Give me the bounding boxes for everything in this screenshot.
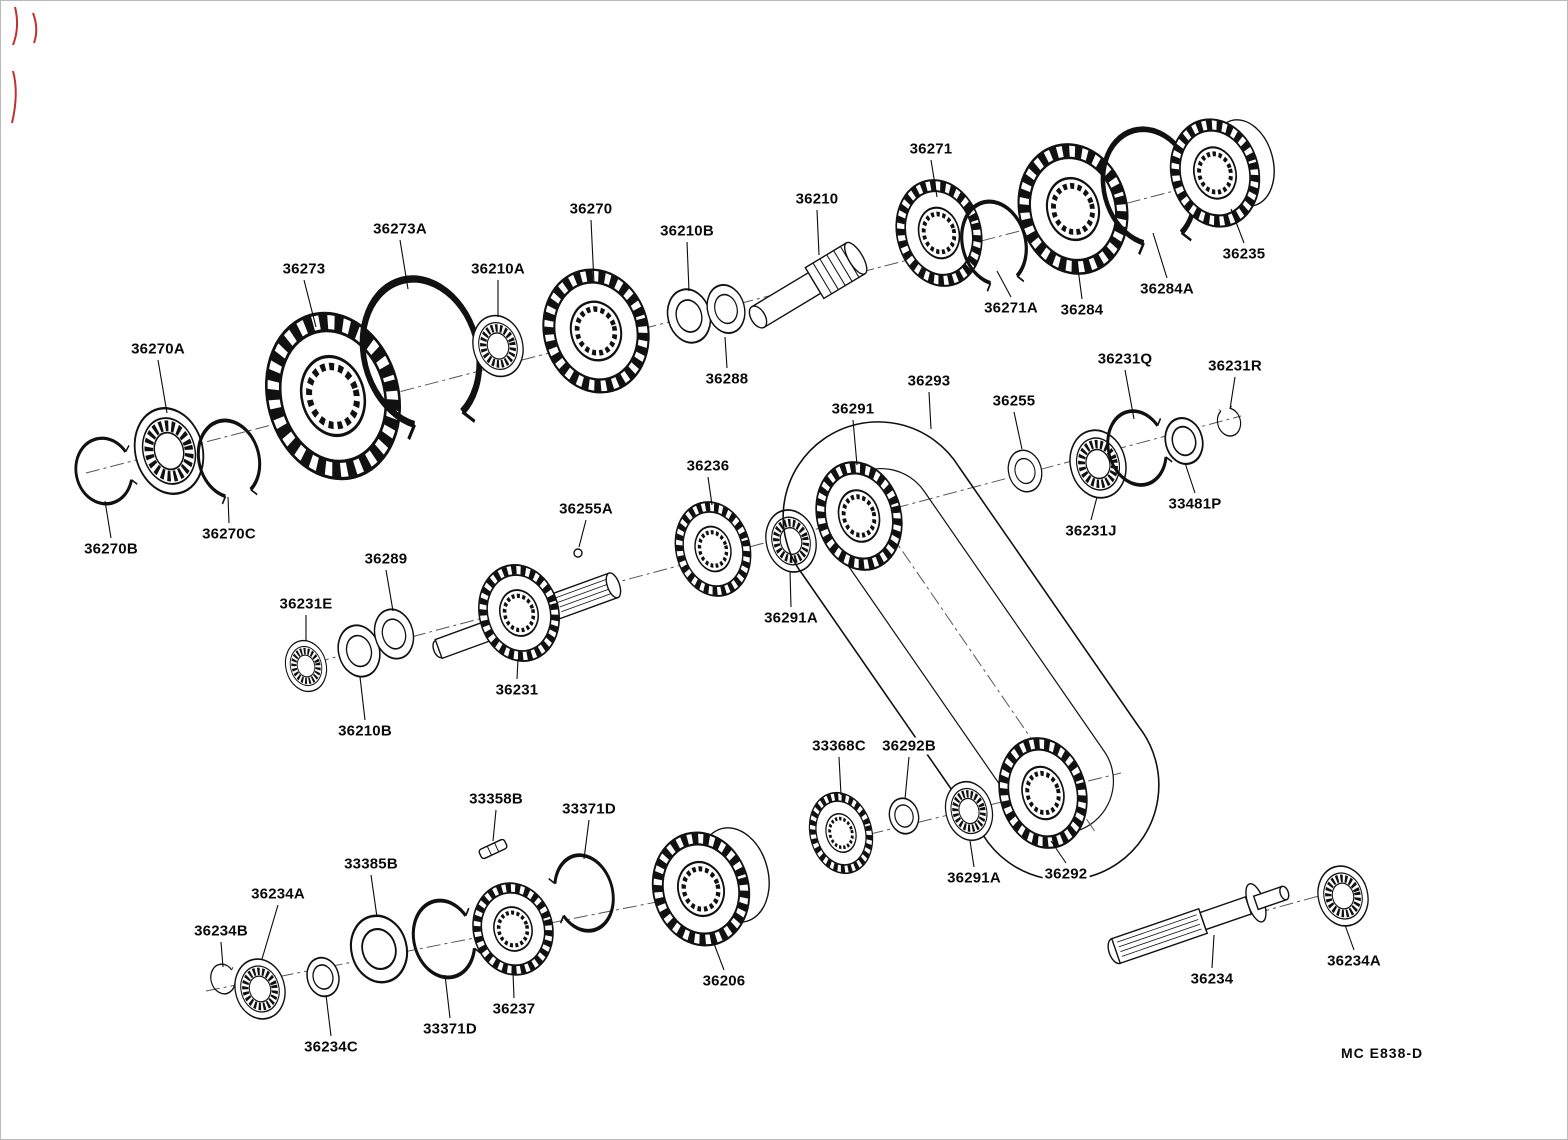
leader-line: [928, 391, 932, 430]
leader-lines: [104, 159, 1355, 1037]
leader-line: [852, 419, 858, 466]
leader-line: [789, 570, 792, 608]
leader-line: [1050, 840, 1067, 864]
leader-line: [157, 359, 168, 414]
part-36291A-bearing-2: [939, 776, 999, 845]
part-36292B-spacer: [884, 794, 924, 838]
leader-line: [724, 336, 728, 369]
part-36273-ring-gear: [248, 298, 418, 494]
part-36237-hub: [463, 874, 563, 984]
leader-line: [1184, 462, 1196, 494]
leader-line: [385, 569, 394, 612]
red-scan-artifact: [11, 6, 38, 124]
leader-line: [838, 756, 842, 796]
leader-line: [578, 519, 587, 548]
leader-line: [816, 209, 820, 256]
leader-line: [1230, 208, 1245, 244]
leader-line: [583, 819, 590, 860]
leader-line: [712, 940, 725, 971]
part-36291A-bearing: [759, 504, 823, 577]
leader-line: [1013, 411, 1023, 450]
part-33371D-snap-ring-2: [545, 849, 622, 938]
part-36231E-bearing: [280, 636, 332, 696]
part-36234A-bearing: [228, 953, 291, 1024]
leader-line: [969, 840, 975, 868]
leader-line: [1211, 934, 1215, 969]
part-36270B-snap-ring: [68, 430, 142, 511]
leader-line: [492, 809, 497, 842]
part-36231-counter-gear: [468, 556, 570, 670]
leader-line: [303, 279, 317, 328]
part-33368C-gear: [801, 786, 882, 881]
leader-line: [1229, 376, 1236, 410]
part-36210B-washer: [660, 283, 718, 349]
leader-line: [227, 496, 230, 524]
leader-line: [686, 241, 690, 292]
leader-line: [930, 159, 938, 198]
part-36231J-bearing: [1063, 424, 1134, 504]
leader-line: [1076, 260, 1083, 300]
part-36210A-bearing: [466, 310, 530, 382]
part-33371D-snap-ring: [402, 891, 487, 987]
leader-line: [359, 676, 366, 721]
leader-line: [325, 994, 332, 1037]
part-36234A-bearing-2: [1311, 860, 1374, 931]
leader-line: [516, 658, 519, 680]
leader-line: [707, 476, 713, 506]
part-36255A-ball: [573, 548, 583, 558]
part-33385B-gear: [342, 908, 416, 990]
part-36210-input-shaft: [748, 241, 868, 329]
leader-line: [261, 904, 279, 960]
part-33481P-ring: [1159, 412, 1209, 470]
leader-line: [1344, 924, 1355, 951]
part-36234C-spacer: [301, 953, 345, 1001]
part-36255-washer: [1002, 445, 1048, 497]
leader-line: [996, 270, 1012, 298]
drawing-code: MC E838-D: [1341, 1045, 1424, 1061]
leader-line: [1152, 232, 1168, 279]
leader-line: [512, 972, 515, 999]
part-33358B-key: [478, 838, 508, 860]
part-36292-sprocket: [987, 728, 1099, 858]
leader-line: [444, 974, 451, 1019]
leader-line: [104, 500, 112, 539]
leader-line: [220, 941, 224, 968]
leader-line: [904, 756, 910, 800]
part-36270-clutch-hub: [530, 258, 662, 405]
leader-line: [370, 874, 378, 918]
leader-line: [399, 239, 409, 290]
part-36236-gear: [665, 494, 761, 605]
leader-line: [590, 219, 595, 284]
leader-line: [1090, 496, 1098, 521]
part-36234-output-shaft: [1107, 883, 1290, 965]
leader-line: [1124, 369, 1135, 420]
